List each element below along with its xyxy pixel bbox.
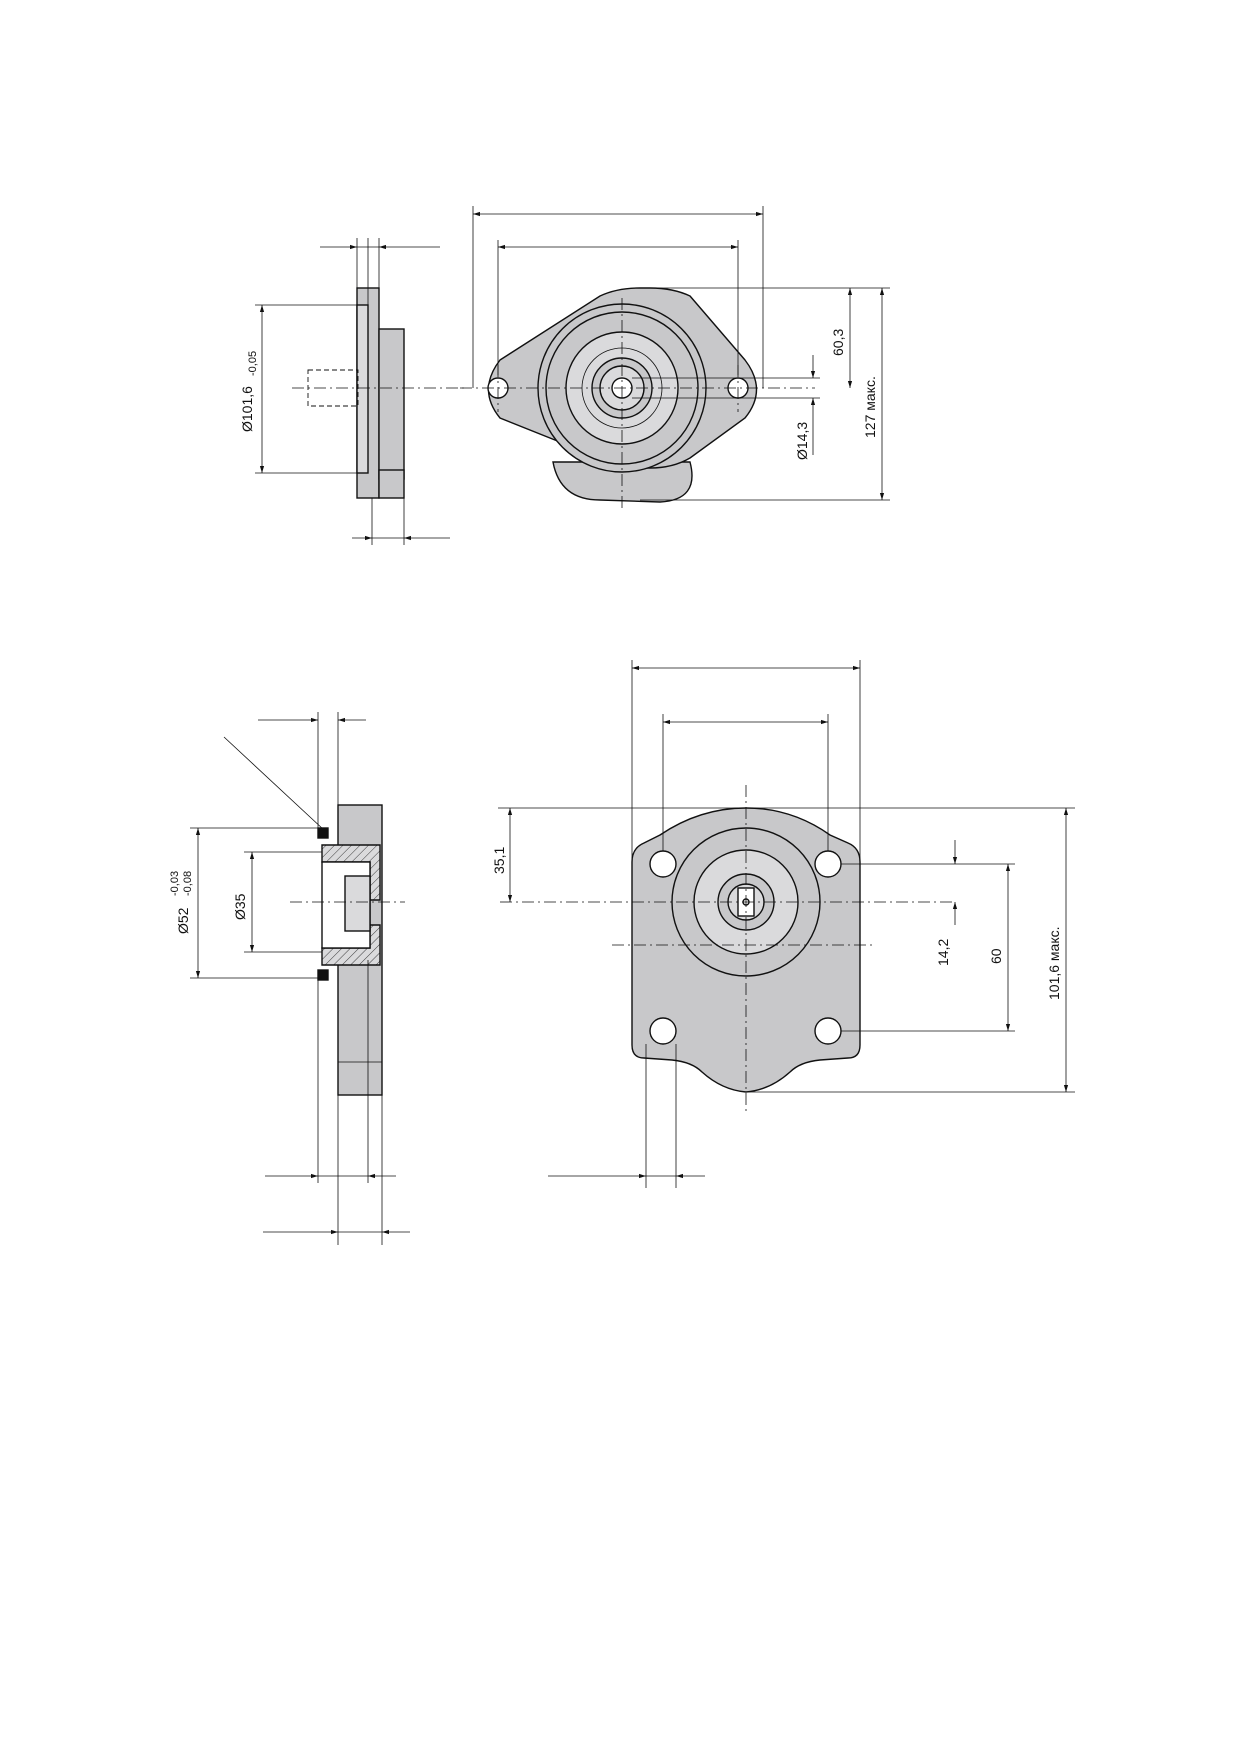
view1-dim-height-60-3: 60,3: [830, 329, 846, 356]
view1-dim-height-127-max: 127 макс.: [862, 376, 878, 438]
view1-front-rear-lobe: [552, 461, 693, 503]
view2-dim-offset-35-1: 35,1: [491, 847, 507, 874]
view2-side-oring-bot: [317, 969, 329, 981]
view2-side-oring-top: [317, 827, 329, 839]
view2-dim-diameter-35: Ø35: [232, 893, 248, 920]
view2-dim-height-101-6-max: 101,6 макс.: [1046, 926, 1062, 1000]
view2-front: 60,3 Ø14,3 127 макс.: [460, 206, 890, 508]
view1-dim-diameter-flange-tol: -0,05: [247, 351, 259, 376]
view2-front-bolt-hole-bl: [649, 1017, 677, 1045]
view2-dim-diameter-52: Ø52: [175, 907, 191, 934]
view2-dim-diameter-52-tol-upper: -0,03: [169, 871, 181, 896]
view2-front-bolt-hole-tl: [649, 850, 677, 878]
view1-dim-shaft-diameter: Ø14,3: [794, 422, 810, 460]
view2-front-bolt-hole-br: [814, 1017, 842, 1045]
view3-section: Ø52 -0,03 -0,08 Ø35: [169, 712, 410, 1245]
view2-dim-spacing-60: 60: [988, 948, 1004, 964]
view2-front-bolt-hole-tr: [814, 850, 842, 878]
view2-dim-offset-14-2: 14,2: [935, 939, 951, 966]
view1-side: Ø101,6 -0,05: [239, 238, 465, 545]
view4-front: 35,1 14,2 60 101,6 макс.: [491, 660, 1075, 1188]
view1-dim-diameter-flange: Ø101,6: [239, 386, 255, 432]
view1-side-pilot: [356, 304, 369, 474]
view2-dim-diameter-52-tol-lower: -0,08: [182, 871, 194, 896]
view2-side-leader: [223, 736, 325, 831]
view1-side-body: [378, 328, 405, 480]
view1-side-foot: [378, 469, 405, 499]
view2-side-shaft: [344, 875, 371, 932]
